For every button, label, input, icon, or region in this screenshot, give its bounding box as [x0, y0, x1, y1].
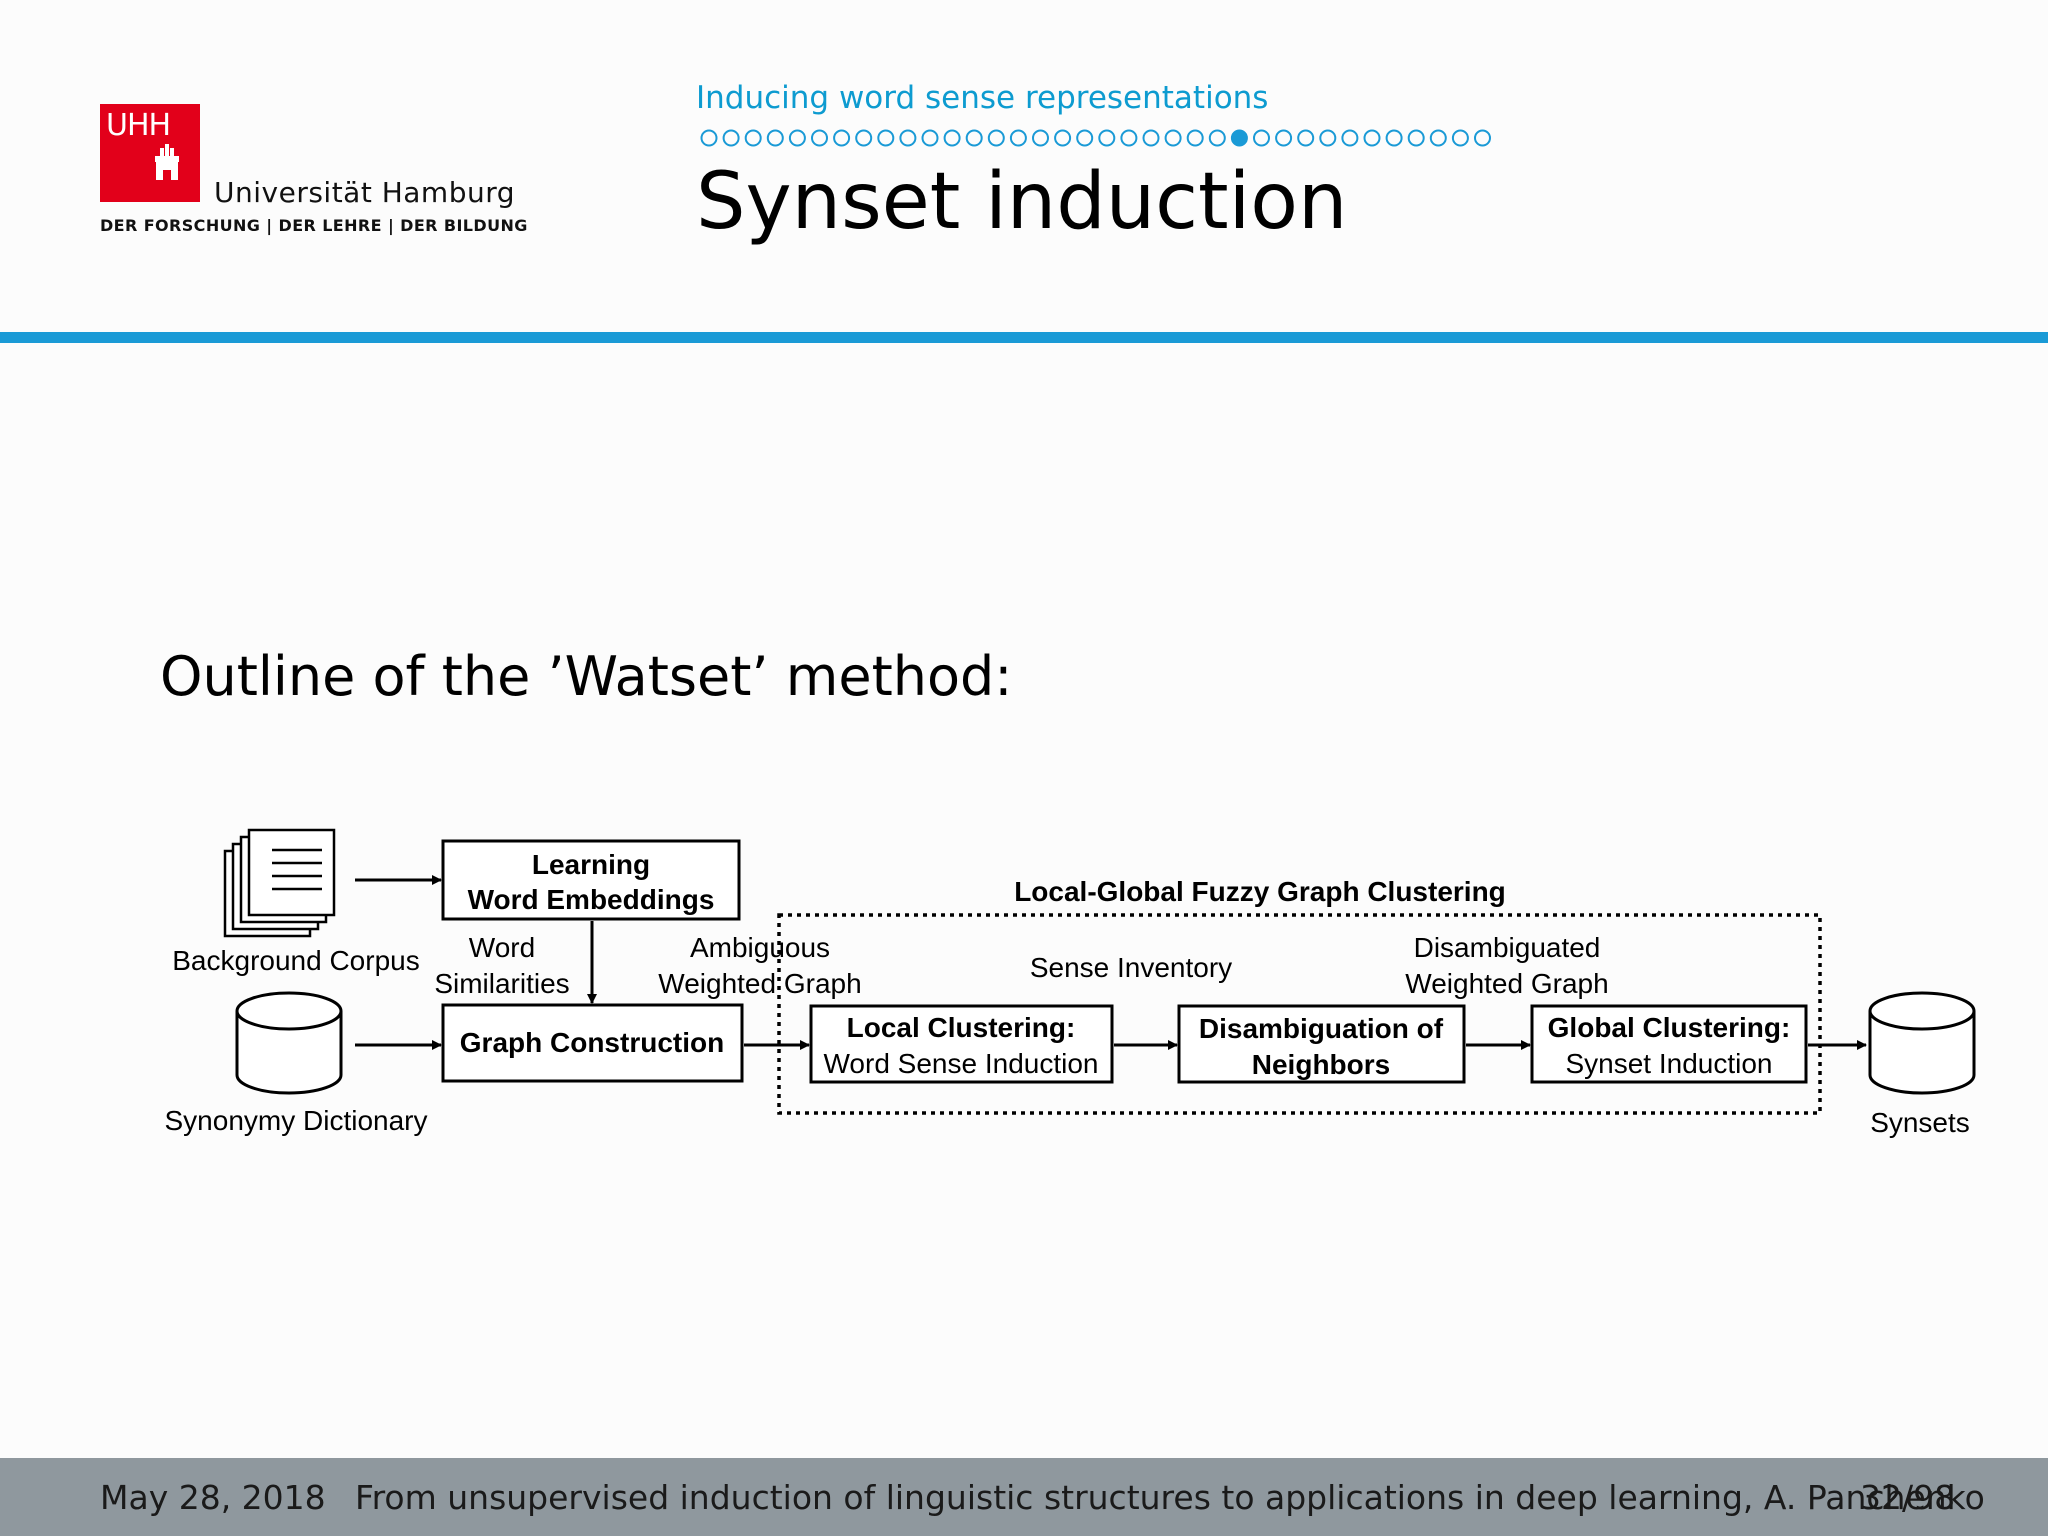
progress-dot[interactable] [1142, 129, 1160, 147]
progress-dots [700, 129, 1491, 147]
progress-dot[interactable] [1341, 129, 1359, 147]
learning-embeddings-line2: Word Embeddings [468, 884, 715, 915]
document-stack-icon [223, 828, 336, 938]
university-motto: DER FORSCHUNG | DER LEHRE | DER BILDUNG [100, 216, 528, 235]
progress-dot[interactable] [700, 129, 718, 147]
progress-dot[interactable] [877, 129, 895, 147]
progress-dot[interactable] [1098, 129, 1116, 147]
progress-dot[interactable] [1186, 129, 1204, 147]
learning-embeddings-box [441, 839, 741, 921]
watset-diagram: Background Corpus Synonymy Dictionary Le… [165, 828, 1976, 1138]
progress-dot[interactable] [1076, 129, 1094, 147]
progress-dot[interactable] [855, 129, 873, 147]
header-divider [0, 332, 2048, 343]
progress-dot[interactable] [943, 129, 961, 147]
progress-dot[interactable] [1009, 129, 1027, 147]
clustering-region-title: Local-Global Fuzzy Graph Clustering [1014, 876, 1506, 907]
progress-dot[interactable] [1054, 129, 1072, 147]
word-similarities-line1: Word [469, 932, 535, 963]
logo-mark-text: UHH [106, 108, 171, 143]
disambiguation-line2: Neighbors [1252, 1049, 1390, 1080]
global-clustering-box [1530, 1004, 1808, 1084]
progress-dot[interactable] [1474, 129, 1491, 147]
local-clustering-line2: Word Sense Induction [824, 1048, 1099, 1079]
university-name: Universität Hamburg [214, 176, 516, 209]
progress-dot[interactable] [987, 129, 1005, 147]
global-clustering-line2: Synset Induction [1565, 1048, 1772, 1079]
outline-heading: Outline of the ’Watset’ method: [160, 645, 1013, 708]
progress-dot[interactable] [1429, 129, 1447, 147]
global-clustering-line1: Global Clustering: [1548, 1012, 1791, 1043]
footer-bar: May 28, 2018 From unsupervised induction… [0, 1458, 2048, 1536]
progress-dot[interactable] [766, 129, 784, 147]
slide-title: Synset induction [696, 157, 1348, 247]
footer-page-number: 32/98 [1860, 1478, 1956, 1517]
word-similarities-line2: Similarities [434, 968, 569, 999]
progress-dot[interactable] [744, 129, 762, 147]
disambiguation-line1: Disambiguation of [1199, 1013, 1444, 1044]
progress-dot[interactable] [1120, 129, 1138, 147]
progress-dot[interactable] [899, 129, 917, 147]
synonymy-database-icon [235, 991, 343, 1095]
progress-dot[interactable] [1319, 129, 1337, 147]
synsets-database-icon [1868, 991, 1976, 1095]
building-icon [155, 144, 179, 180]
graph-construction-box [441, 1003, 744, 1083]
disambiguated-graph-line2: Weighted Graph [1405, 968, 1608, 999]
progress-dot[interactable] [1385, 129, 1403, 147]
disambiguation-box [1177, 1004, 1466, 1084]
progress-dot[interactable] [833, 129, 851, 147]
progress-dot[interactable] [811, 129, 828, 147]
background-corpus-label: Background Corpus [172, 945, 419, 976]
progress-dot[interactable] [1407, 129, 1425, 147]
learning-embeddings-line1: Learning [532, 849, 650, 880]
ambiguous-graph-line1: Ambiguous [690, 932, 830, 963]
synonymy-dictionary-label: Synonymy Dictionary [165, 1105, 428, 1136]
progress-dot[interactable] [1451, 129, 1469, 147]
progress-dot[interactable] [1164, 129, 1182, 147]
local-clustering-box [809, 1004, 1114, 1084]
progress-dot[interactable] [1297, 129, 1315, 147]
footer-date: May 28, 2018 [100, 1478, 326, 1517]
footer-title: From unsupervised induction of linguisti… [355, 1478, 1985, 1517]
progress-dot[interactable] [722, 129, 740, 147]
synsets-label: Synsets [1870, 1107, 1970, 1138]
progress-dot[interactable] [1253, 129, 1270, 147]
progress-dot[interactable] [921, 129, 939, 147]
progress-dot[interactable] [788, 129, 806, 147]
progress-dot[interactable] [965, 129, 983, 147]
sense-inventory-label: Sense Inventory [1030, 952, 1232, 983]
ambiguous-graph-line2: Weighted Graph [658, 968, 861, 999]
university-logo: UHH Universität Hamburg DER FORSCHUNG | … [100, 104, 527, 244]
progress-dot[interactable] [1208, 129, 1226, 147]
section-title: Inducing word sense representations [696, 80, 1269, 116]
progress-dot[interactable] [1032, 129, 1049, 147]
logo-mark: UHH [100, 104, 200, 202]
progress-dot-current[interactable] [1230, 129, 1248, 147]
disambiguated-graph-line1: Disambiguated [1414, 932, 1601, 963]
clustering-region [777, 913, 1822, 1115]
graph-construction-label: Graph Construction [460, 1027, 724, 1058]
progress-dot[interactable] [1363, 129, 1381, 147]
local-clustering-line1: Local Clustering: [847, 1012, 1076, 1043]
progress-dot[interactable] [1275, 129, 1293, 147]
